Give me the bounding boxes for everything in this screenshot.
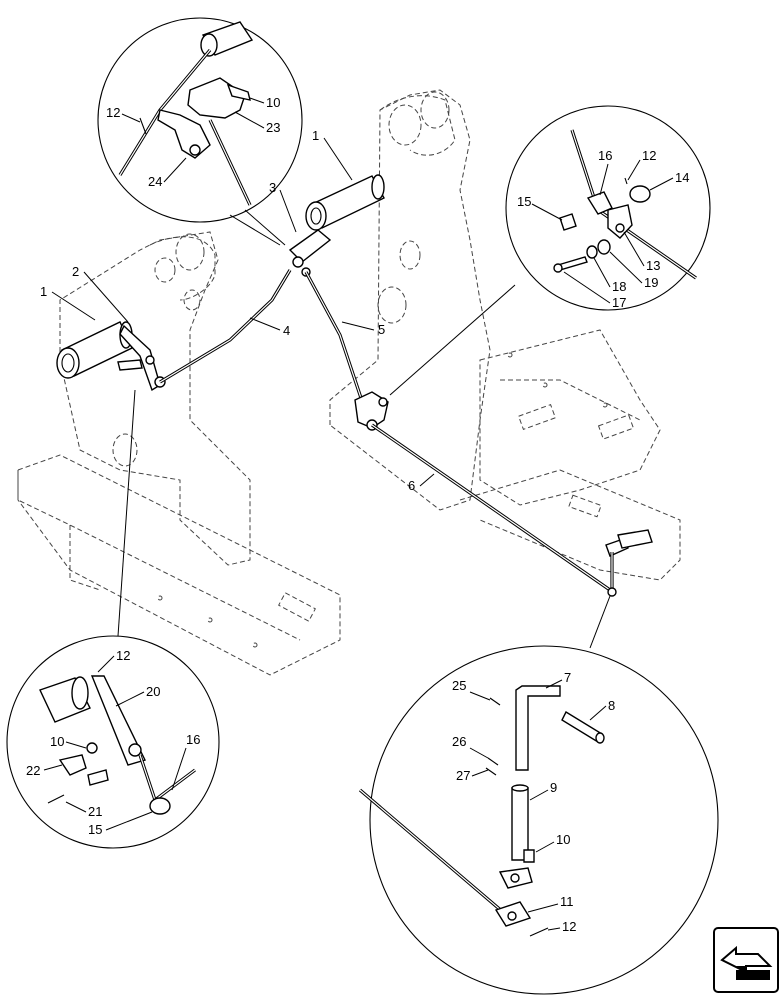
roller-upper — [305, 174, 385, 231]
callout-bl-15: 15 — [88, 822, 102, 837]
detail-circle-top-left: 12 10 23 24 — [97, 17, 303, 246]
callout-2: 2 — [72, 264, 79, 279]
callout-br-26: 26 — [452, 734, 466, 749]
callout-tl-23: 23 — [266, 120, 280, 135]
callout-bl-10: 10 — [50, 734, 64, 749]
callout-bl-20: 20 — [146, 684, 160, 699]
navigation-arrow-icon[interactable] — [712, 926, 780, 994]
callout-bl-21: 21 — [88, 804, 102, 819]
detail-circle-bottom-right: 7 25 8 26 27 9 10 11 12 — [358, 595, 719, 995]
callout-tr-16: 16 — [598, 148, 612, 163]
callout-tr-15: 15 — [517, 194, 531, 209]
callout-3: 3 — [269, 180, 276, 195]
callout-br-12: 12 — [562, 919, 576, 934]
callout-bl-16: 16 — [186, 732, 200, 747]
callout-1-left: 1 — [40, 284, 47, 299]
main-callouts: 1 2 1 3 4 5 6 — [40, 128, 435, 493]
detail-circle-bottom-left: 12 20 10 16 22 21 15 — [6, 389, 220, 849]
callout-1-upper: 1 — [312, 128, 319, 143]
callout-br-11: 11 — [560, 894, 574, 909]
callout-4: 4 — [283, 323, 290, 338]
callout-tr-12: 12 — [642, 148, 656, 163]
detail-circle-top-right: 16 12 14 15 13 19 18 17 — [389, 105, 711, 396]
callout-tr-18: 18 — [612, 279, 626, 294]
callout-br-10: 10 — [556, 832, 570, 847]
callout-tr-14: 14 — [675, 170, 689, 185]
callout-tr-13: 13 — [646, 258, 660, 273]
callout-br-27: 27 — [456, 768, 470, 783]
callout-br-25: 25 — [452, 678, 466, 693]
callout-tl-12: 12 — [106, 105, 120, 120]
callout-tr-19: 19 — [644, 275, 658, 290]
roller-left — [56, 321, 133, 379]
callout-tr-17: 17 — [612, 295, 626, 310]
callout-br-8: 8 — [608, 698, 615, 713]
callout-tl-24: 24 — [148, 174, 162, 189]
callout-5: 5 — [378, 322, 385, 337]
main-linkage — [56, 174, 653, 597]
callout-bl-12: 12 — [116, 648, 130, 663]
callout-br-7: 7 — [564, 670, 571, 685]
callout-br-9: 9 — [550, 780, 557, 795]
callout-6: 6 — [408, 478, 415, 493]
loader-frame-outline — [17, 89, 681, 676]
callout-bl-22: 22 — [26, 763, 40, 778]
callout-tl-10: 10 — [266, 95, 280, 110]
